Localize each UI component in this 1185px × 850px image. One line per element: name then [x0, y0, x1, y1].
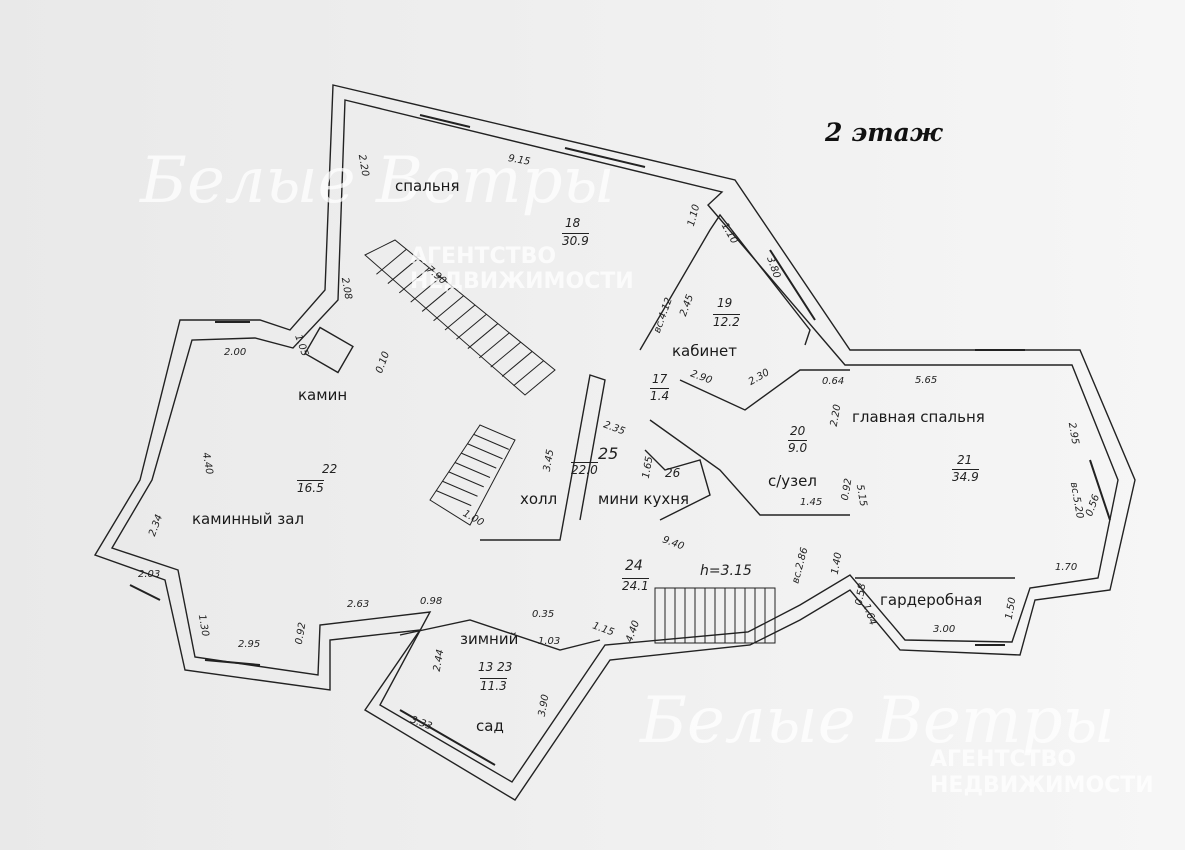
- study-wall: [639, 213, 811, 351]
- stair-step: [410, 276, 442, 303]
- hall-wall: [480, 374, 606, 541]
- inner-wall: [110, 99, 1119, 783]
- room-label-mini-kitchen: мини кухня: [598, 490, 690, 508]
- stair-step: [421, 286, 453, 312]
- stair-step: [467, 443, 503, 460]
- stairs-bottom: [654, 587, 776, 644]
- stair-step: [456, 313, 487, 340]
- kitchen-wall: [644, 449, 711, 521]
- stair-step: [448, 471, 484, 488]
- stair-step: [454, 462, 491, 478]
- stair-step: [436, 490, 472, 507]
- dimension-label: 1.45: [800, 497, 823, 508]
- room-label-winter-garden-1: зимний: [460, 630, 519, 648]
- stair-step: [376, 248, 407, 275]
- room-area-study: 12.2: [713, 314, 740, 329]
- dimension-label: 0.35: [532, 609, 555, 620]
- stairs-lower: [429, 424, 516, 526]
- room-label-fireplace: камин: [298, 386, 348, 404]
- stair-step: [473, 433, 509, 450]
- room-area-fireplace-hall: 16.5: [297, 480, 324, 495]
- stairs-upper: [364, 239, 556, 396]
- room-area-17: 1.4: [650, 388, 670, 403]
- dimension-label: 2.95: [238, 639, 261, 650]
- dimension-label: 0.64: [822, 376, 845, 387]
- dimension-label: 2.00: [224, 347, 247, 358]
- stair-step: [478, 332, 510, 359]
- room-number-study: 19: [717, 296, 733, 310]
- dimension-label: 1.70: [1055, 562, 1078, 573]
- stair-step: [433, 295, 464, 322]
- dimension-label: 3.00: [933, 624, 956, 635]
- garden-wall: [399, 619, 601, 651]
- stair-step: [513, 360, 544, 387]
- room-area-winter-garden: 11.3: [480, 678, 507, 693]
- room-number-bathroom: 20: [790, 424, 806, 438]
- room-number-fireplace-hall: 22: [322, 462, 338, 476]
- fireplace-shape: [304, 326, 354, 374]
- outer-wall: [93, 84, 1136, 801]
- stair-step: [444, 304, 476, 331]
- room-number-mini-kitchen: 26: [665, 466, 681, 480]
- dimension-label: 1.03: [538, 636, 561, 647]
- room-label-fireplace-hall: каминный зал: [192, 510, 305, 528]
- room-area-bathroom: 9.0: [788, 440, 808, 455]
- dimension-label: 2.63: [347, 599, 370, 610]
- room-area-master-bedroom: 34.9: [952, 469, 979, 484]
- stair-step: [442, 480, 478, 497]
- stair-step: [398, 267, 430, 294]
- room-number-17: 17: [652, 372, 668, 386]
- room-number-bedroom: 18: [565, 216, 581, 230]
- stair-step: [467, 323, 499, 349]
- watermark-bottom: Белые Ветры АГЕНТСТВО НЕДВИЖИМОСТИ: [640, 684, 1154, 798]
- stair-step: [461, 452, 497, 469]
- partition: [679, 369, 850, 411]
- room-number-24: 24: [625, 558, 643, 574]
- room-label-bedroom: спальня: [395, 177, 460, 195]
- bath-wall: [649, 419, 850, 516]
- room-area-24: 24.1: [622, 578, 649, 593]
- stair-step: [490, 341, 522, 368]
- ceiling-height: h=3.15: [700, 563, 752, 579]
- room-label-hall: холл: [520, 490, 558, 508]
- watermark-top: Белые Ветры АГЕНТСТВО НЕДВИЖИМОСТИ: [140, 144, 634, 294]
- room-area-bedroom: 30.9: [562, 233, 589, 248]
- room-number-winter-garden: 13 23: [478, 660, 513, 674]
- floor-title: 2 этаж: [825, 118, 943, 147]
- dimension-label: 5.65: [915, 375, 938, 386]
- windows: [129, 114, 1111, 766]
- stair-step: [501, 351, 533, 377]
- room-label-study: кабинет: [672, 342, 738, 360]
- room-label-wardrobe: гардеробная: [880, 591, 983, 609]
- room-area-hall: 22.0: [571, 462, 598, 477]
- dimension-label: 0.98: [420, 596, 443, 607]
- dimension-label: 2.03: [138, 569, 161, 580]
- room-number-master-bedroom: 21: [957, 453, 973, 467]
- room-label-winter-garden-2: сад: [476, 717, 504, 735]
- room-number-hall: 25: [598, 444, 619, 463]
- room-label-bathroom: с/узел: [768, 472, 817, 490]
- stair-step: [387, 258, 419, 284]
- room-label-master-bedroom: главная спальня: [852, 408, 985, 426]
